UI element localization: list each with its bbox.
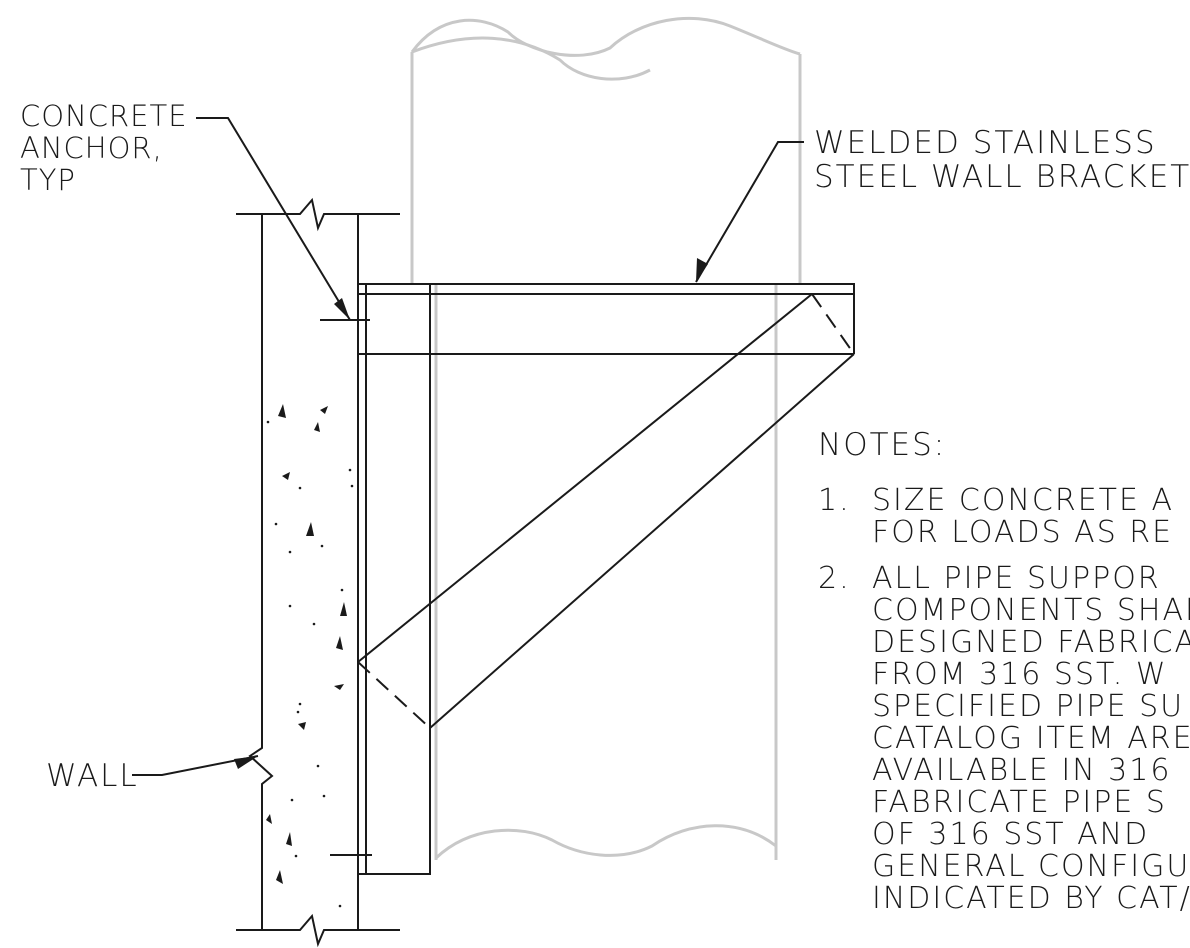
hatch-triangle <box>314 422 320 432</box>
bracket-label-line-1: WELDED STAINLESS <box>814 125 1157 161</box>
pipe-top-break-edge <box>410 16 801 57</box>
note-line: ALL PIPE SUPPOR <box>872 561 1161 596</box>
leader-lines <box>132 117 804 776</box>
hatch-triangle <box>320 406 328 414</box>
note-line: OF 316 SST AND <box>872 817 1150 852</box>
hatch-triangle <box>282 472 290 480</box>
hatch-triangle <box>276 870 283 884</box>
pipe <box>410 16 802 860</box>
concrete-hatch <box>266 404 354 908</box>
pipe-top-break-inner <box>411 36 651 81</box>
hatch-triangle <box>278 404 286 418</box>
hatch-triangle <box>340 602 347 616</box>
brace-lower-edge <box>429 353 855 729</box>
note-line: CATALOG ITEM ARE <box>872 721 1190 756</box>
hatch-dot <box>288 550 292 554</box>
note-2: 2. ALL PIPE SUPPOR COMPONENTS SHAI DESIG… <box>818 564 1190 914</box>
hatch-dot <box>266 420 270 424</box>
note-line: DESIGNED FABRICA <box>872 625 1190 660</box>
wall-bracket <box>357 283 855 875</box>
pipe-bottom-break <box>434 824 777 860</box>
note-line: FROM 316 SST. W <box>872 657 1168 692</box>
hatch-triangle <box>286 832 292 846</box>
concrete-anchors <box>320 319 372 856</box>
bracket-base-plate <box>357 283 367 875</box>
hatch-dot <box>322 794 326 798</box>
hidden-line-end <box>811 293 855 355</box>
note-line: FABRICATE PIPE S <box>872 785 1167 820</box>
hatch-triangle <box>334 684 344 690</box>
hatch-dot <box>298 702 302 706</box>
wall-arrowhead <box>234 756 258 769</box>
hatch-dot <box>288 604 292 608</box>
bracket-arrowhead <box>696 258 708 282</box>
bracket-callout-label: WELDED STAINLESS STEEL WALL BRACKET <box>814 128 1190 196</box>
anchor-arrowhead <box>334 298 350 320</box>
hatch-dot <box>316 764 320 768</box>
hatch-dot <box>350 484 354 488</box>
anchor-label-line-1: CONCRETE <box>20 99 188 133</box>
note-line: GENERAL CONFIGU <box>872 849 1190 884</box>
note-number: 1. <box>818 483 851 518</box>
hatch-triangle <box>306 522 314 536</box>
hidden-line-left <box>357 661 431 729</box>
hatch-dot <box>320 544 324 548</box>
hatch-triangle <box>298 722 306 730</box>
hatch-dot <box>294 854 298 858</box>
hatch-dot <box>338 904 342 908</box>
hatch-dot <box>340 588 344 592</box>
hatch-triangle <box>266 814 272 824</box>
anchor-label-line-2: ANCHOR, <box>20 131 163 165</box>
hatch-dot <box>312 622 316 626</box>
note-line: SPECIFIED PIPE SU <box>872 689 1185 724</box>
note-line: COMPONENTS SHAI <box>872 593 1190 628</box>
hatch-dot <box>298 486 302 490</box>
hatch-dot <box>290 798 294 802</box>
hatch-dot <box>348 468 352 472</box>
hatch-dot <box>296 710 300 714</box>
wall-top-break <box>236 197 400 232</box>
note-number: 2. <box>818 561 851 596</box>
bracket-vertical-member <box>365 283 431 875</box>
leader-arrowheads <box>234 258 708 769</box>
wall-callout-label: WALL <box>46 758 139 794</box>
note-line: SIZE CONCRETE A <box>872 483 1175 518</box>
note-line: INDICATED BY CAT/ <box>872 881 1190 916</box>
wall <box>236 197 400 948</box>
notes-list: 1. SIZE CONCRETE A FOR LOADS AS RE 2. AL… <box>818 486 1190 930</box>
note-line: FOR LOADS AS RE <box>872 515 1174 550</box>
note-line: AVAILABLE IN 316 <box>872 753 1172 788</box>
brace-upper-edge <box>357 293 813 663</box>
anchor-label-line-3: TYP <box>20 163 76 197</box>
anchor-callout-label: CONCRETE ANCHOR, TYP <box>20 102 188 198</box>
notes-heading: NOTES: <box>818 427 947 463</box>
wall-bottom-break <box>236 913 400 948</box>
anchor-leader <box>196 117 351 321</box>
bracket-label-line-2: STEEL WALL BRACKET <box>814 159 1190 195</box>
hatch-dot <box>274 522 278 526</box>
hatch-triangle <box>336 636 343 650</box>
note-1: 1. SIZE CONCRETE A FOR LOADS AS RE <box>818 486 1190 548</box>
wall-left-face <box>248 214 274 930</box>
wall-leader <box>132 755 259 776</box>
bracket-leader <box>695 141 804 283</box>
bracket-top-plate <box>357 283 855 295</box>
